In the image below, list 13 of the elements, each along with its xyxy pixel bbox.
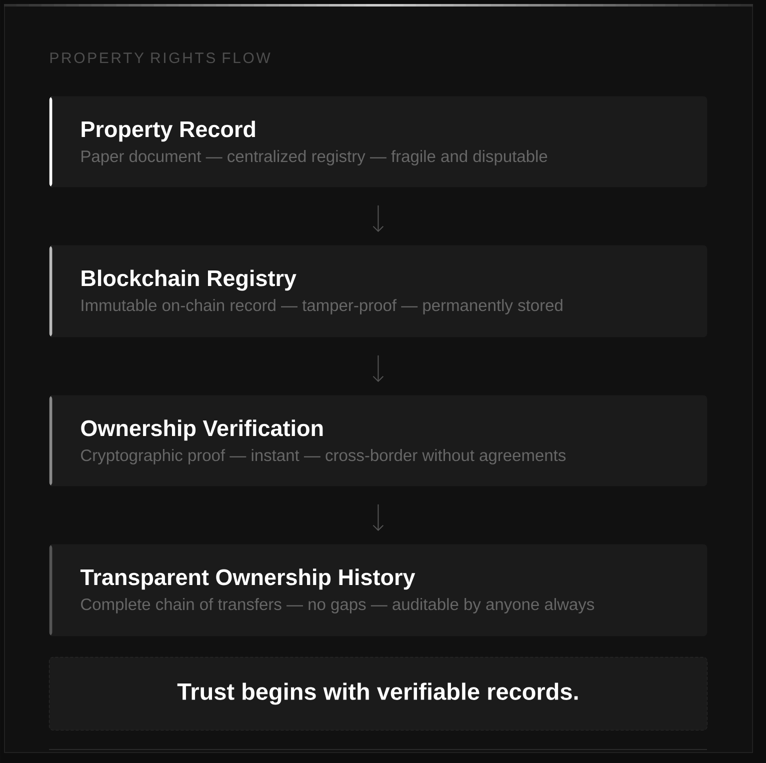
arrow	[372, 504, 384, 531]
arrow	[372, 204, 384, 232]
arrow	[372, 354, 384, 382]
card-description: Paper document — centralized registry — fragile and disputable	[82, 150, 548, 166]
card-title: Transparent Ownership History	[80, 568, 416, 590]
card-description: Complete chain of transfers — no gaps — auditable by anyone always	[81, 598, 594, 614]
card-description: Immutable on-chain record — tamper-proof — permanently stored	[82, 299, 562, 314]
card-title: Property Record	[82, 120, 255, 142]
summary-box: Trust begins with verifiable records.	[49, 657, 708, 730]
card-description: Cryptographic proof — instant — cross-border without agreements	[81, 449, 566, 464]
card-title: Ownership Verification	[81, 420, 323, 441]
card-title: Blockchain Registry	[82, 270, 296, 291]
diagram-title: PROPERTY RIGHTS FLOW	[50, 52, 270, 64]
